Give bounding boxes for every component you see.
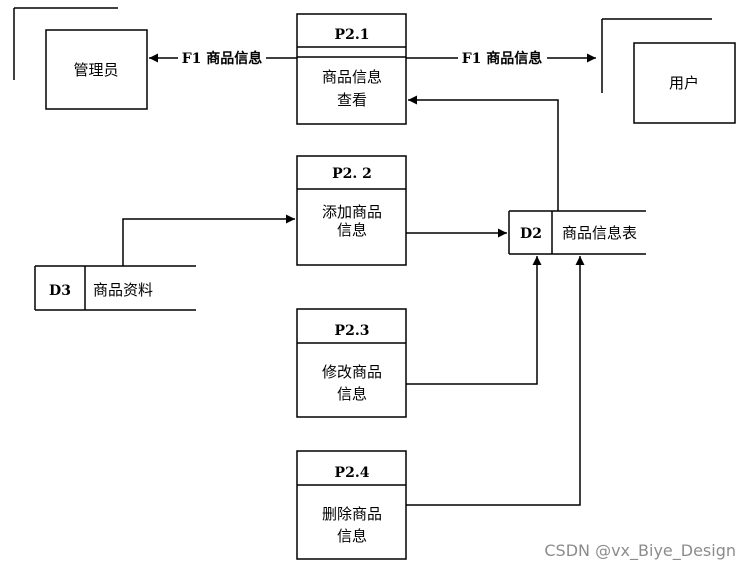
flow-to-admin: F1 商品信息 — [149, 50, 297, 67]
process-p2-1-line1: 商品信息 — [322, 68, 382, 86]
process-p2-4: P2.4 删除商品 信息 — [296, 450, 407, 560]
flow-to-admin-label: F1 商品信息 — [182, 50, 263, 67]
flow-p2-4-to-d2 — [406, 256, 585, 506]
data-store-d3: D3 商品资料 — [34, 265, 196, 311]
entity-user-label: 用户 — [669, 74, 699, 92]
data-store-d2: D2 商品信息表 — [508, 210, 646, 255]
data-store-d2-name: 商品信息表 — [562, 224, 637, 242]
process-p2-1: P2.1 商品信息 查看 — [296, 13, 407, 125]
process-p2-1-line2: 查看 — [337, 91, 367, 109]
process-p2-2-id: P2. 2 — [332, 166, 372, 182]
flow-to-user: F1 商品信息 — [406, 50, 596, 67]
process-p2-4-line1: 删除商品 — [322, 505, 382, 523]
process-p2-3-id: P2.3 — [335, 323, 370, 339]
data-store-d3-id: D3 — [49, 283, 71, 299]
process-p2-2: P2. 2 添加商品 信息 — [296, 155, 407, 266]
data-store-d3-name: 商品资料 — [93, 281, 153, 299]
process-p2-1-id: P2.1 — [335, 27, 370, 43]
entity-admin: 管理员 — [45, 29, 148, 110]
process-p2-3-line1: 修改商品 — [322, 363, 382, 381]
process-p2-2-line1: 添加商品 — [322, 203, 382, 221]
process-p2-4-id: P2.4 — [335, 465, 370, 481]
process-p2-3-line2: 信息 — [337, 385, 367, 403]
entity-user: 用户 — [601, 18, 736, 124]
flow-p2-3-to-d2 — [406, 256, 542, 385]
corner-mark-left — [13, 7, 118, 80]
entity-admin-label: 管理员 — [73, 61, 118, 79]
process-p2-3: P2.3 修改商品 信息 — [296, 308, 407, 418]
data-store-d2-id: D2 — [520, 226, 542, 242]
process-p2-4-line2: 信息 — [337, 527, 367, 545]
watermark: CSDN @vx_Biye_Design — [544, 541, 736, 561]
flow-to-user-label: F1 商品信息 — [462, 50, 543, 67]
flow-d3-to-p2-2 — [122, 214, 295, 266]
flow-d2-to-p2-1 — [408, 95, 559, 211]
process-p2-2-line2: 信息 — [337, 221, 367, 239]
